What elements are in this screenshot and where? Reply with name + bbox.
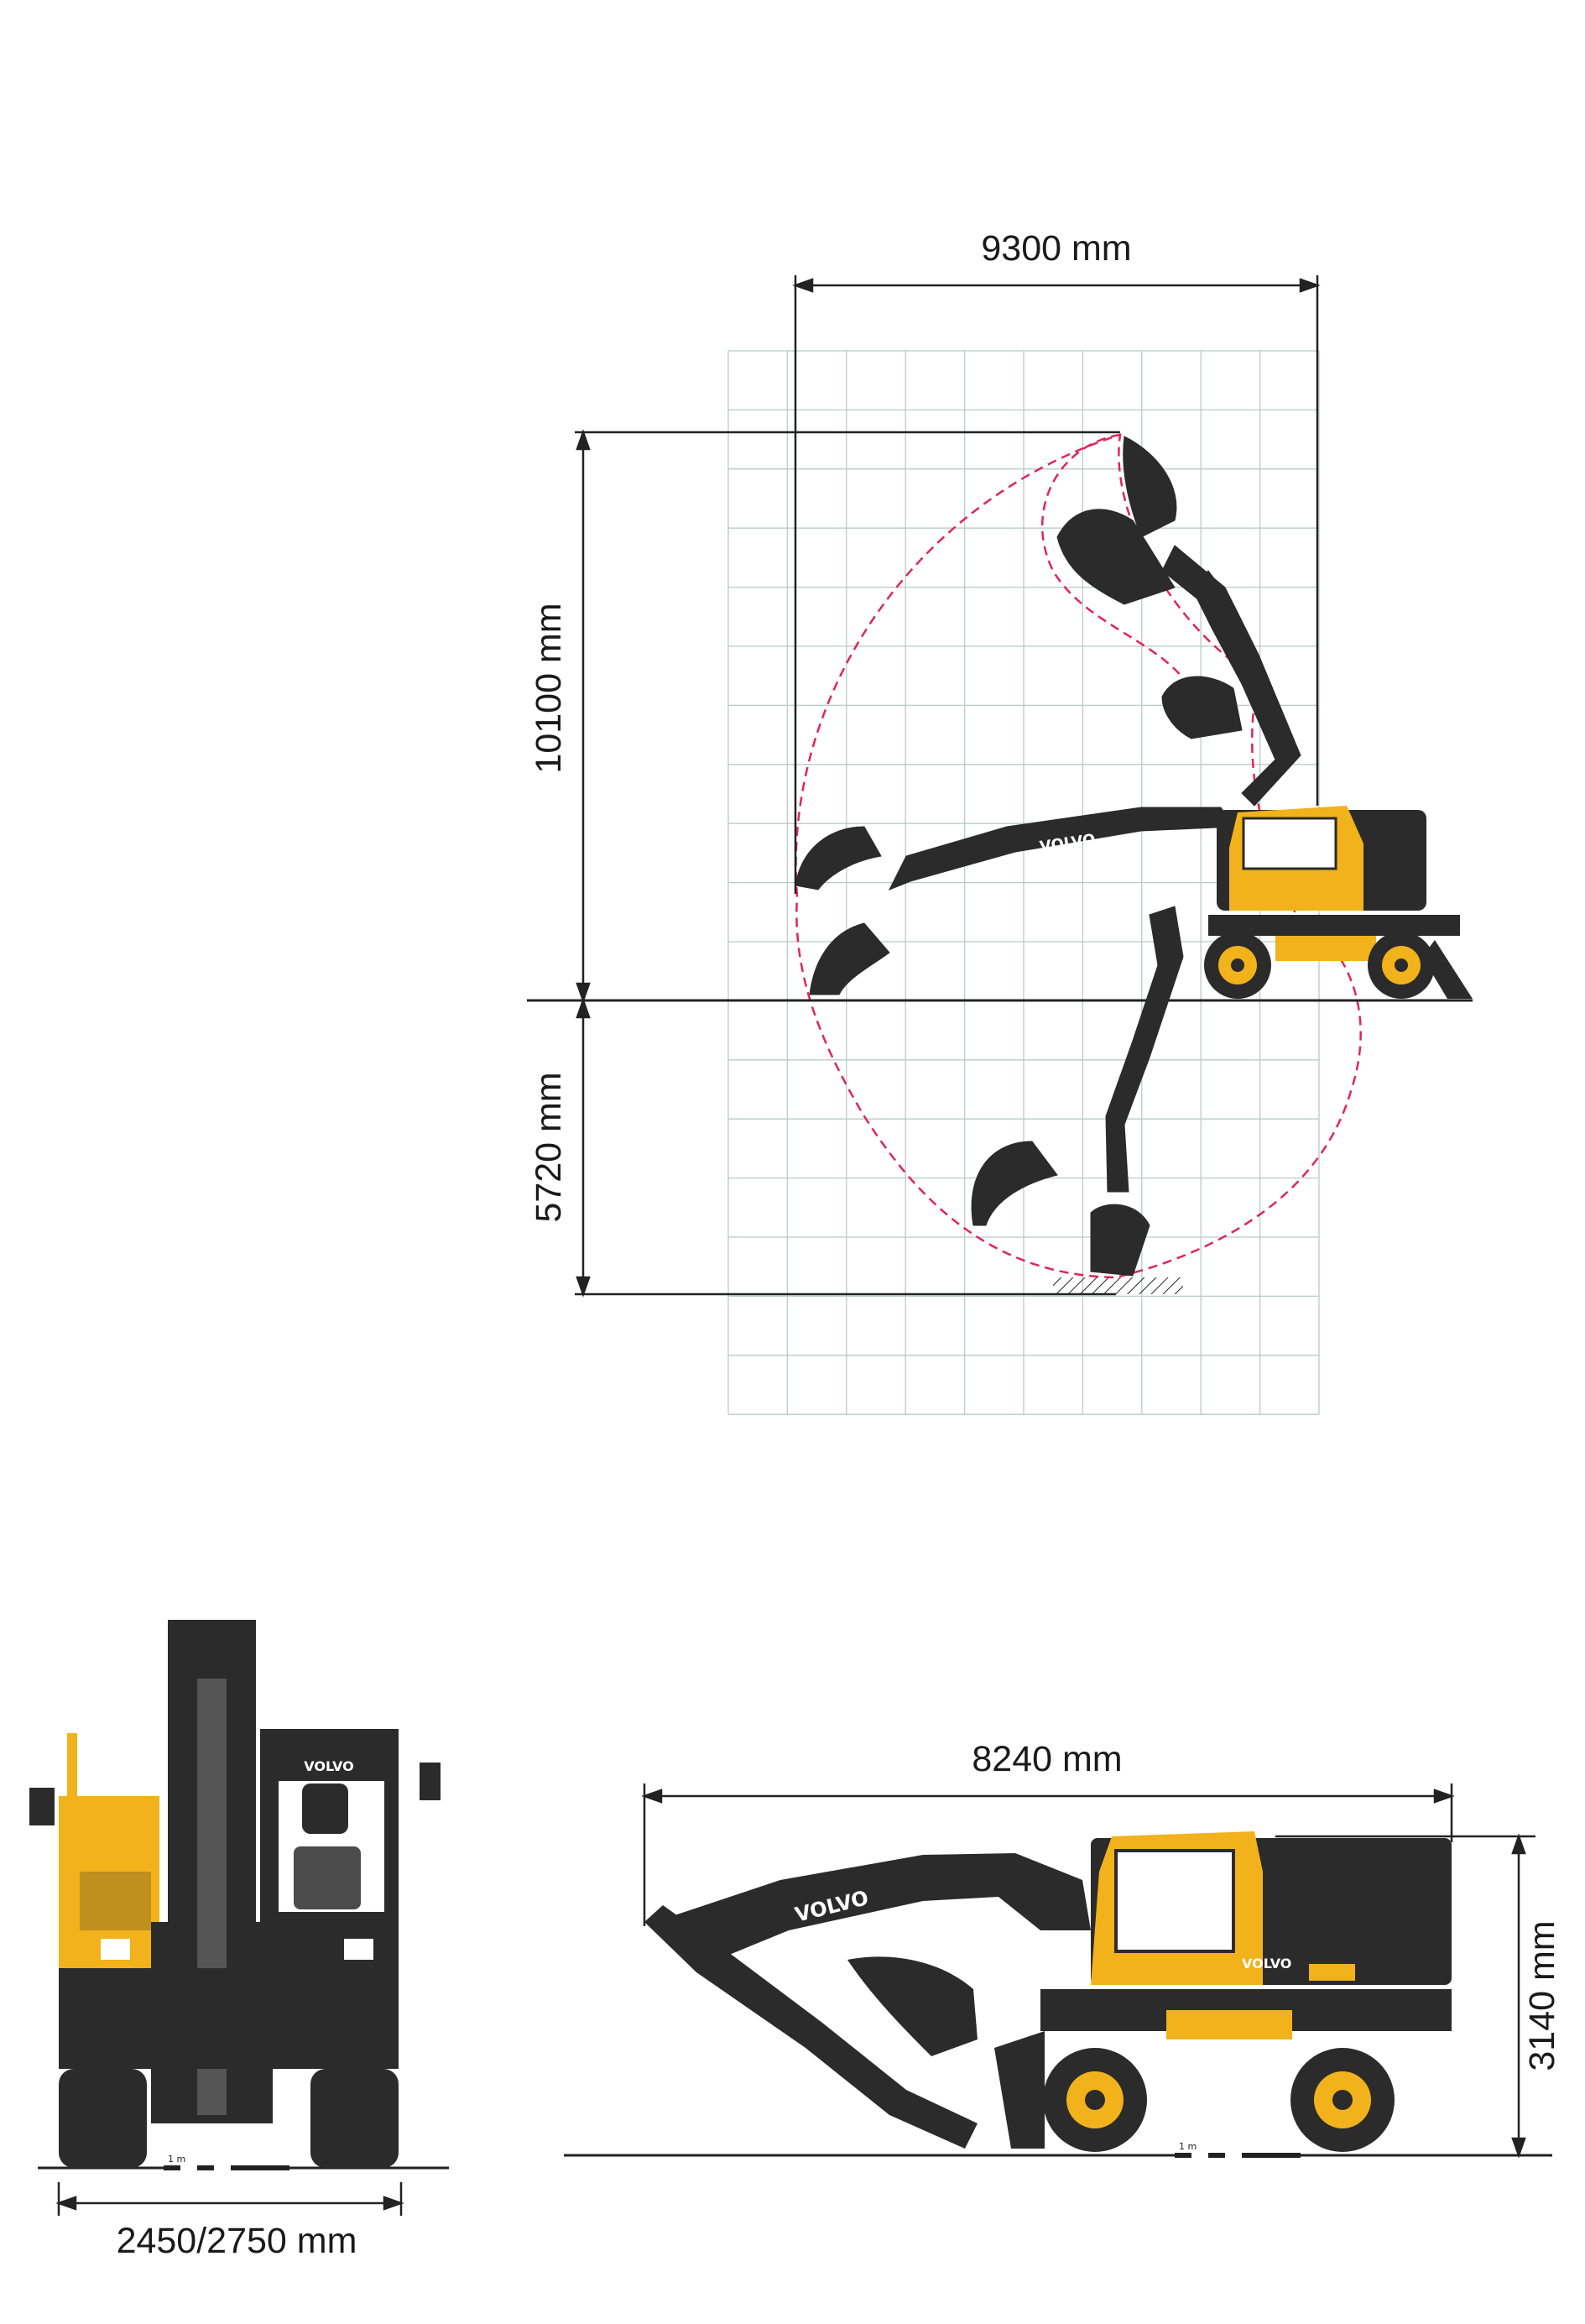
width-dimension xyxy=(55,2182,404,2216)
front-view: VOLVO 1 m 2450/2750 mm xyxy=(29,1620,449,2261)
transport-scale-label: 1 m xyxy=(1179,2141,1197,2152)
excavator-side-view: VOLVO xyxy=(1039,806,1473,999)
max-reach-label: 9300 mm xyxy=(981,228,1131,269)
transport-view: VOLVO VOLVO 1 m 8240 mm xyxy=(564,1739,1562,2159)
transport-length-label: 8240 mm xyxy=(972,1739,1122,1779)
cab-brand-label: VOLVO xyxy=(304,1758,353,1774)
reach-envelope xyxy=(795,433,1362,1279)
boom-positions xyxy=(795,436,1301,1277)
max-height-label: 10100 mm xyxy=(529,603,569,773)
transport-height-dimension xyxy=(1275,1833,1535,2159)
transport-length-dimension xyxy=(641,1783,1455,1926)
max-height-dimension xyxy=(575,429,1120,1004)
front-scale-label: 1 m xyxy=(168,2154,185,2165)
max-depth-dimension xyxy=(575,997,1116,1298)
dig-bottom-hatch xyxy=(1053,1277,1183,1294)
max-reach-dimension xyxy=(792,275,1321,894)
width-label: 2450/2750 mm xyxy=(117,2221,357,2261)
transport-height-label: 3140 mm xyxy=(1522,1920,1562,2071)
working-range-diagram: VOLVO 9300 mm 10100 mm 5720 mm xyxy=(527,228,1473,1415)
max-depth-label: 5720 mm xyxy=(529,1072,569,1222)
transport-body-brand-label: VOLVO xyxy=(1242,1956,1291,1971)
